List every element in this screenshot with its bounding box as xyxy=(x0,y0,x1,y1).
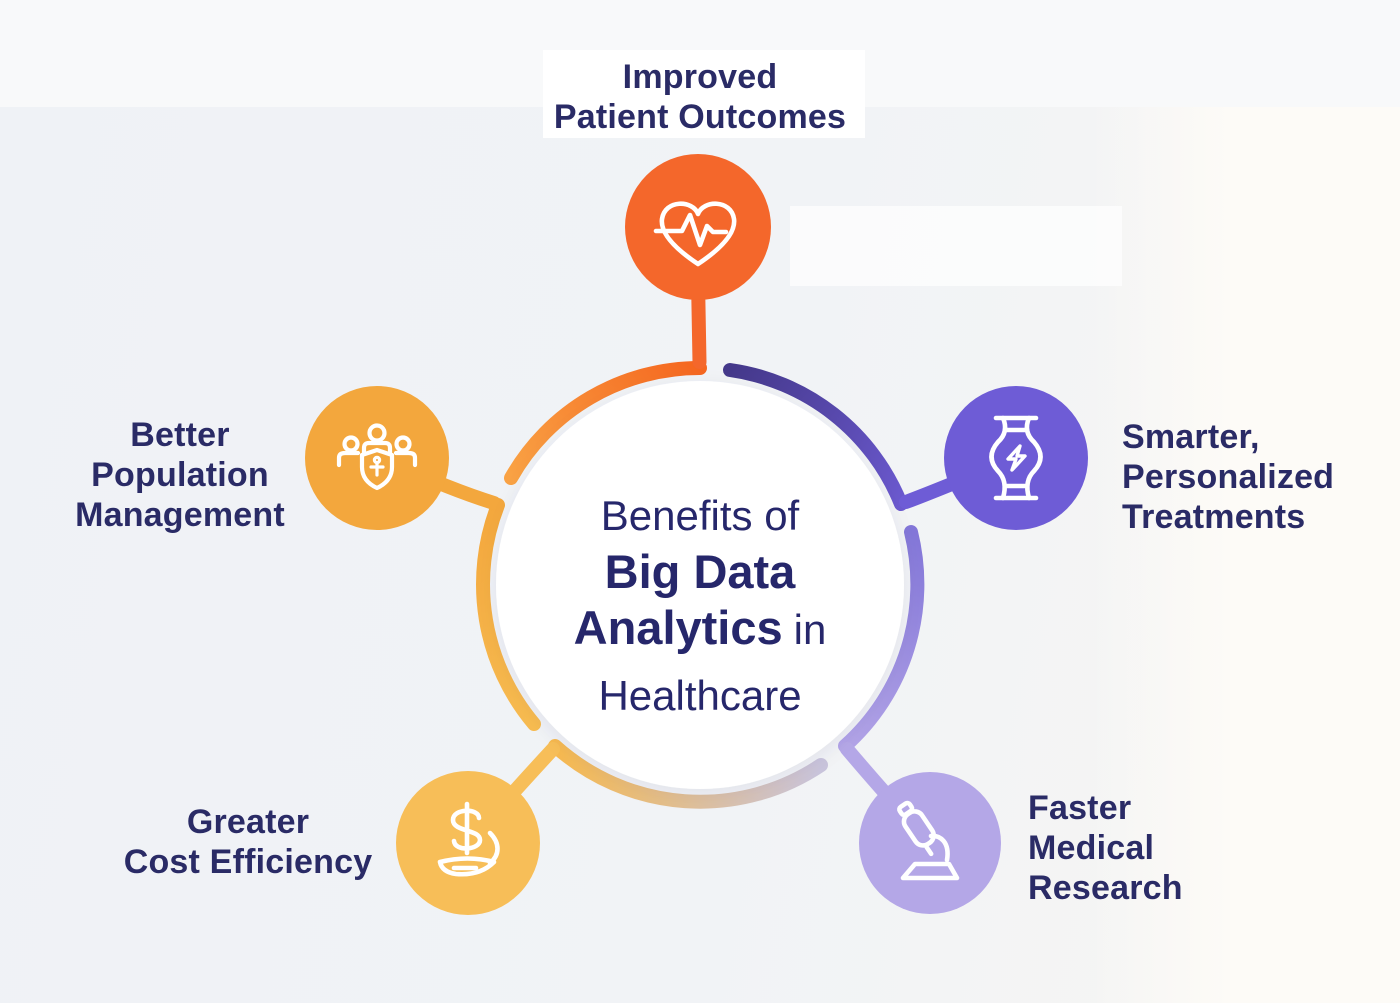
label-greater-cost-efficiency: Greater Cost Efficiency xyxy=(58,802,438,882)
label-line: Research xyxy=(1028,869,1183,907)
center-circle xyxy=(496,381,904,789)
ring xyxy=(476,360,925,809)
ring-arc-bottom xyxy=(548,739,828,809)
label-line: Management xyxy=(75,496,285,534)
label-improved-patient-outcomes: Improved Patient Outcomes xyxy=(450,57,950,137)
label-line: Smarter, xyxy=(1122,418,1260,456)
node-improved-patient-outcomes xyxy=(625,154,771,300)
label-line: Cost Efficiency xyxy=(123,843,373,881)
label-line: Faster xyxy=(1028,789,1132,827)
label-line: Medical xyxy=(1028,829,1155,867)
ring-arc-orange xyxy=(504,360,707,485)
label-better-population-management: Better Population Management xyxy=(30,415,330,535)
ring-arc-purple xyxy=(723,363,908,511)
background-soft-patch xyxy=(790,206,1122,286)
background-white-patch xyxy=(543,50,865,138)
label-line: Personalized xyxy=(1122,458,1335,496)
label-line: Patient Outcomes xyxy=(553,98,847,136)
ring-arc-lilac xyxy=(838,525,925,753)
dollar-hand-icon xyxy=(437,801,500,877)
background-warm-patch xyxy=(1090,107,1400,1003)
title-line-1: Benefits of xyxy=(600,492,800,539)
title-line-4: Healthcare xyxy=(598,672,802,719)
label-line: Greater xyxy=(186,803,310,841)
title-line-2: Big Data xyxy=(604,545,796,598)
label-line: Treatments xyxy=(1122,498,1306,536)
dna-icon xyxy=(989,415,1043,501)
label-line: Population xyxy=(91,456,269,494)
label-faster-medical-research: Faster Medical Research xyxy=(1028,788,1183,908)
title-line-3-bold: Analytics xyxy=(573,601,783,654)
title-line-3-rest: in xyxy=(793,606,827,653)
label-smarter-personalized-treatments: Smarter, Personalized Treatments xyxy=(1122,417,1334,537)
label-line: Better xyxy=(130,416,230,454)
label-line: Improved xyxy=(622,58,778,96)
people-shield-icon xyxy=(336,423,418,491)
microscope-icon xyxy=(897,800,960,881)
heart-pulse-icon xyxy=(653,201,737,267)
ring-arc-left xyxy=(476,498,541,731)
